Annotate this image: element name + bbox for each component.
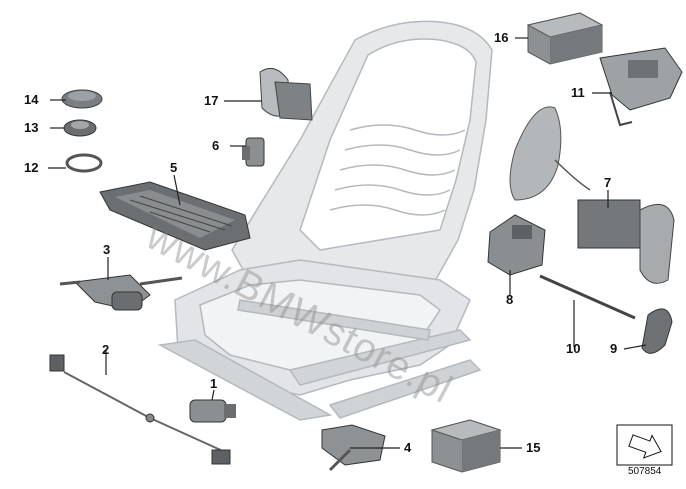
leader-lines: [48, 37, 647, 449]
part-1-motor: [189, 399, 236, 423]
part-9-lever: [641, 308, 673, 354]
part-14-cover: [61, 89, 103, 109]
callout-12: 12: [24, 160, 39, 175]
part-6-motor: [242, 137, 265, 167]
part-7-module: [577, 199, 675, 284]
part-16-box: [526, 12, 604, 65]
callout-13: 13: [24, 120, 39, 135]
callout-2: 2: [102, 342, 110, 357]
callout-6: 6: [212, 138, 220, 153]
part-10-rod: [539, 274, 636, 320]
callout-8: 8: [506, 292, 514, 307]
part-3-motor-assembly: [59, 274, 183, 311]
part-11-bracket: [599, 47, 683, 127]
callout-10: 10: [566, 341, 581, 356]
part-5-plate: [99, 181, 251, 251]
callout-5: 5: [170, 160, 178, 175]
side-airbag: [509, 106, 591, 201]
part-13-speaker: [63, 119, 97, 137]
callout-16: 16: [494, 30, 509, 45]
part-2-cable: [49, 354, 231, 465]
callout-15: 15: [526, 440, 541, 455]
part-15-box: [430, 419, 502, 473]
diagram-number: 507854: [628, 466, 662, 477]
reference-arrow-icon: [616, 424, 673, 466]
callout-17: 17: [204, 93, 219, 108]
callout-14: 14: [24, 92, 39, 107]
callout-9: 9: [610, 341, 618, 356]
part-12-ring: [65, 153, 103, 173]
part-17-switch: [259, 67, 313, 121]
part-8-motor: [487, 214, 546, 276]
callout-11: 11: [571, 85, 585, 100]
part-4-actuator: [321, 424, 386, 472]
callout-3: 3: [103, 242, 111, 257]
callout-1: 1: [210, 376, 218, 391]
callout-4: 4: [404, 440, 412, 455]
seat-frame: [157, 20, 493, 421]
callout-7: 7: [604, 175, 612, 190]
